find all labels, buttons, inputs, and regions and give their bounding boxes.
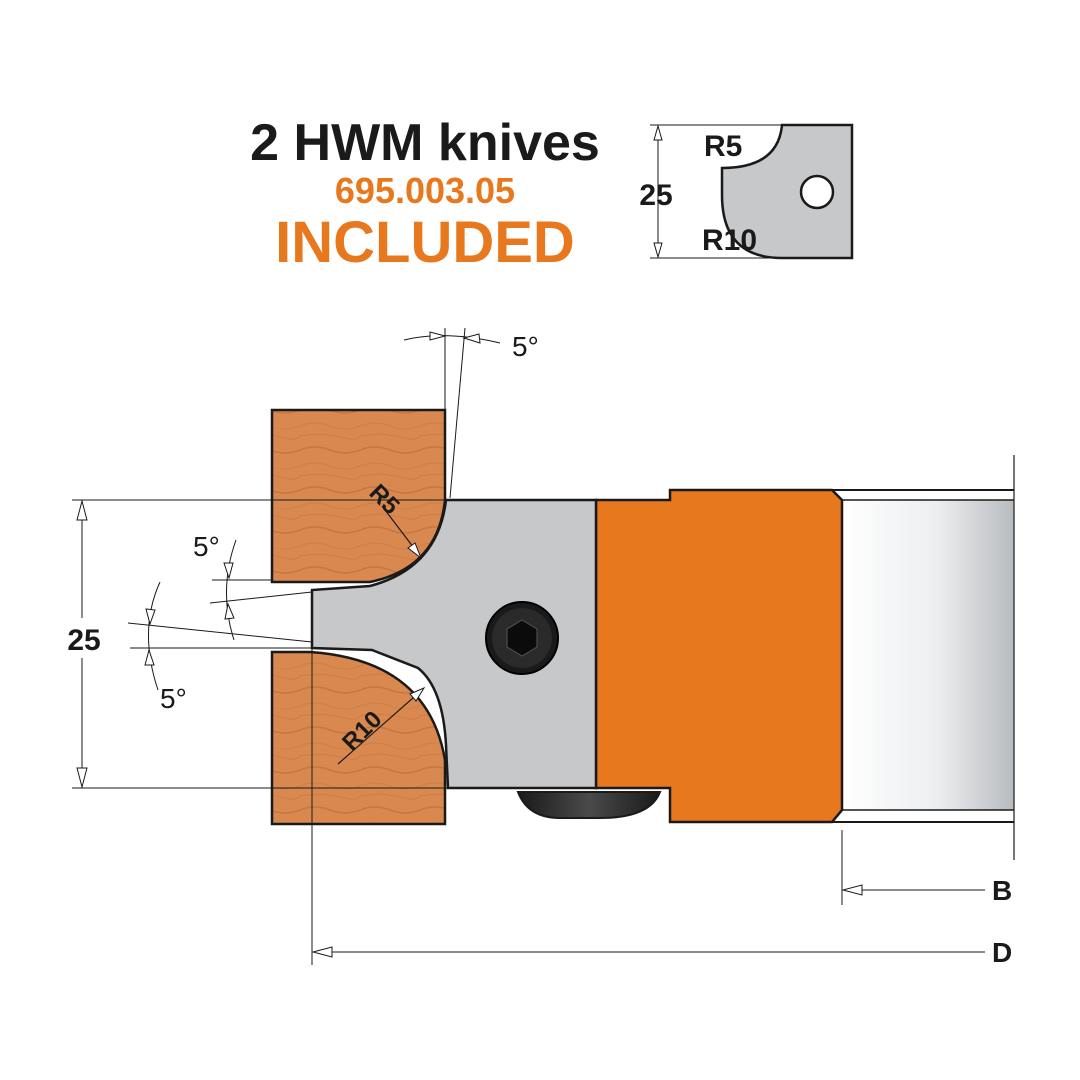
r5-arrow xyxy=(407,542,423,560)
dim-b-arrow xyxy=(841,884,863,896)
dim-d-arrow xyxy=(311,946,333,958)
low-angle-slanted xyxy=(127,622,313,643)
header-title: 2 HWM knives xyxy=(250,114,600,172)
dimension-b: B xyxy=(841,830,1012,906)
knife-code: 695.003.05 xyxy=(335,170,515,211)
shaft-body xyxy=(842,500,1014,810)
mid-angle-arc xyxy=(225,539,237,641)
top-angle-arc xyxy=(403,335,501,344)
low-angle-arrow-bottom xyxy=(144,648,155,666)
mid-angle: 5° xyxy=(193,531,313,641)
low-angle: 5° xyxy=(127,581,313,714)
hex-screw xyxy=(485,601,559,675)
knife-mount-hole xyxy=(799,174,835,210)
low-angle-arc xyxy=(147,581,161,691)
mid-angle-label: 5° xyxy=(193,531,220,562)
top-angle-arrow-left xyxy=(429,331,447,341)
low-angle-arrow-top xyxy=(145,608,156,626)
included-label: INCLUDED xyxy=(275,210,575,275)
r10-leader xyxy=(337,689,423,765)
dim-d-label: D xyxy=(992,937,1012,968)
knife-dim-arrow-top xyxy=(653,124,663,141)
top-angle-slanted xyxy=(449,327,466,499)
dimension-d: D xyxy=(311,590,1012,968)
knife-height-label: 25 xyxy=(639,179,672,212)
knife-radius-bottom-label: R10 xyxy=(702,224,757,257)
knife-profile: 25 R5 R10 xyxy=(639,123,854,260)
top-angle-label: 5° xyxy=(512,331,539,362)
shaft xyxy=(832,455,1015,860)
mid-angle-slanted xyxy=(209,591,313,604)
knife-radius-top-label: R5 xyxy=(704,130,742,163)
wood-piece-bottom xyxy=(270,650,447,826)
height-arrow-bottom xyxy=(76,767,88,789)
r10-arrow xyxy=(409,686,426,702)
mid-angle-arrow-top xyxy=(223,562,234,580)
dim-b-label: B xyxy=(992,875,1012,906)
top-angle-arrow-right xyxy=(462,333,481,344)
cutter-body xyxy=(594,488,844,824)
bearing xyxy=(516,791,662,819)
height-arrow-top xyxy=(76,499,88,521)
height-dimension: 25 xyxy=(58,499,448,789)
knife-dim-arrow-bottom xyxy=(653,242,663,259)
low-angle-label: 5° xyxy=(160,683,187,714)
mid-angle-arrow-bottom xyxy=(224,602,235,620)
height-label: 25 xyxy=(67,624,100,657)
height-label-bg xyxy=(58,618,108,658)
top-angle: 5° xyxy=(403,327,539,500)
